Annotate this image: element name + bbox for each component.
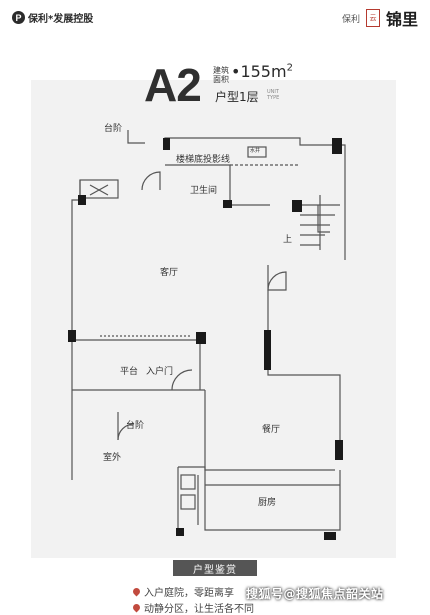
unit-type-tag: UNIT TYPE bbox=[267, 89, 279, 101]
unit-type-line1: UNIT bbox=[267, 89, 279, 95]
unit-code: A2 bbox=[144, 59, 202, 111]
bathroom-door bbox=[141, 171, 161, 191]
balcony-ac-box bbox=[79, 179, 119, 199]
developer-name: 保利*发展控股 bbox=[28, 14, 94, 25]
wall-right-mid bbox=[267, 265, 341, 440]
project-name: 锦里 bbox=[385, 10, 418, 29]
area-label-line1: 建筑 bbox=[213, 66, 229, 75]
label-outdoor: 室外 bbox=[103, 453, 122, 463]
feature-text-1: 入户庭院，零距离享 bbox=[144, 588, 234, 599]
entry-door bbox=[171, 369, 193, 391]
structural-columns bbox=[68, 138, 343, 540]
project-brand: 保利 云 锦里 bbox=[342, 6, 418, 30]
area-value: •155m2 bbox=[231, 62, 293, 81]
stairs bbox=[300, 195, 340, 250]
area-unit-sup: 2 bbox=[286, 62, 293, 74]
label-kitchen: 厨房 bbox=[258, 498, 277, 508]
label-terrace: 平台 bbox=[120, 367, 139, 377]
brand-seal-icon: 云 bbox=[365, 9, 380, 27]
feature-text-2: 动静分区，让生活各不同 bbox=[144, 604, 254, 615]
label-up: 上 bbox=[283, 235, 293, 245]
label-living-room: 客厅 bbox=[160, 268, 179, 278]
steps-top bbox=[127, 130, 145, 144]
floor-type-label: 户型1层 bbox=[215, 90, 259, 104]
feature-item-2: 动静分区，让生活各不同 bbox=[131, 600, 254, 615]
developer-logo: P 保利*发展控股 bbox=[12, 10, 93, 25]
area-label: 建筑 面积 bbox=[213, 66, 229, 84]
water-shaft-box bbox=[247, 146, 267, 158]
wall-kitchen bbox=[178, 466, 341, 531]
kitchen-appliance-1 bbox=[180, 474, 196, 490]
side-door bbox=[267, 271, 287, 291]
brand-small-text: 保利 bbox=[341, 14, 360, 25]
unit-appreciation-banner: 户型鉴赏 bbox=[173, 560, 257, 576]
label-bathroom: 卫生间 bbox=[190, 186, 218, 196]
floor-plan-background bbox=[31, 80, 396, 558]
label-steps-top: 台阶 bbox=[104, 124, 123, 134]
kitchen-appliance-2 bbox=[180, 494, 196, 510]
poly-logo-icon: P bbox=[12, 11, 25, 24]
label-small-box: 水井 bbox=[250, 148, 261, 154]
area-number: •155m bbox=[231, 62, 287, 81]
unit-type-line2: TYPE bbox=[267, 95, 280, 101]
area-label-line2: 面积 bbox=[213, 75, 229, 84]
location-pin-icon bbox=[131, 586, 142, 597]
label-stair-line: 楼梯底投影线 bbox=[176, 155, 231, 165]
source-watermark: 搜狐号@搜狐焦点韶关站 bbox=[246, 587, 384, 601]
wall-bathroom bbox=[165, 164, 270, 206]
label-steps-bottom: 台阶 bbox=[126, 421, 145, 431]
feature-item-1: 入户庭院，零距离享 bbox=[131, 584, 234, 599]
label-entry-door: 入户门 bbox=[146, 367, 174, 377]
label-dining: 餐厅 bbox=[262, 425, 281, 435]
